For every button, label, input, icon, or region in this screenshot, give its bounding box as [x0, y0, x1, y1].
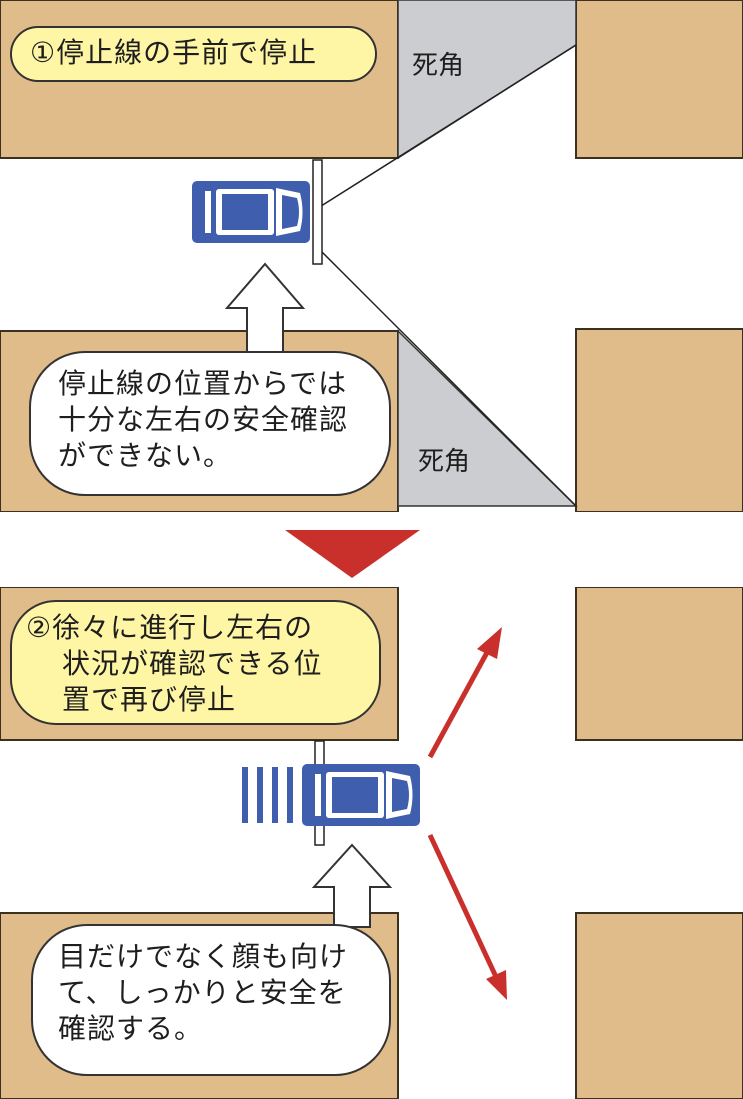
motion-lines-icon — [242, 767, 293, 823]
stop-line — [312, 159, 323, 265]
callout-line: 停止線の位置からでは — [58, 367, 348, 400]
blind-spot-label-lower: 死角 — [418, 447, 471, 477]
step-label-line: 状況が確認できる位 — [62, 646, 323, 680]
diagram-panel-creep-forward: ②徐々に進行し左右の 状況が確認できる位 置で再び停止 目だけでなく顔も向け て… — [0, 587, 743, 1099]
diagonal-arrow-icon — [427, 833, 507, 1000]
callout-text-bottom: 目だけでなく顔も向け て、しっかりと安全を 確認する。 — [58, 939, 348, 1046]
step-label-line: ②徐々に進行し左右の — [26, 611, 314, 644]
step-label-top: ①停止線の手前で停止 — [30, 36, 318, 69]
diagonal-arrow-icon — [427, 627, 502, 759]
step-label-bottom: ②徐々に進行し左右の 状況が確認できる位 置で再び停止 — [26, 610, 322, 717]
car-icon — [192, 181, 310, 243]
down-arrow-icon — [285, 530, 420, 578]
step-label-line: 置で再び停止 — [62, 682, 237, 716]
transition-arrow — [285, 530, 420, 578]
building-top-right — [575, 0, 743, 159]
callout-line: 目だけでなく顔も向け — [58, 940, 349, 973]
building-top-right — [575, 587, 743, 741]
callout-line: て、しっかりと安全を — [58, 975, 347, 1009]
step-label-pill-top — [10, 26, 377, 82]
intersection-scene-bottom — [0, 587, 743, 1099]
car-icon — [302, 764, 420, 826]
intersection-scene-top — [0, 0, 743, 512]
diagram-panel-stop-line: ①停止線の手前で停止 死角 死角 停止線の位置からでは 十分な左右の安全確認 が… — [0, 0, 743, 512]
blind-spot-label-upper: 死角 — [412, 51, 465, 81]
building-bottom-right — [575, 912, 743, 1099]
callout-line: 確認する。 — [58, 1011, 204, 1045]
sight-line-upper — [317, 44, 577, 209]
sight-line-lower — [317, 247, 577, 507]
callout-text-top: 停止線の位置からでは 十分な左右の安全確認 ができない。 — [58, 366, 348, 473]
callout-bubble-top — [29, 351, 391, 496]
step-label-pill-bottom — [10, 600, 381, 725]
callout-line: ができない。 — [58, 438, 233, 472]
building-bottom-right — [575, 328, 743, 512]
callout-line: 十分な左右の安全確認 — [58, 402, 349, 436]
callout-bubble-bottom — [31, 924, 391, 1076]
